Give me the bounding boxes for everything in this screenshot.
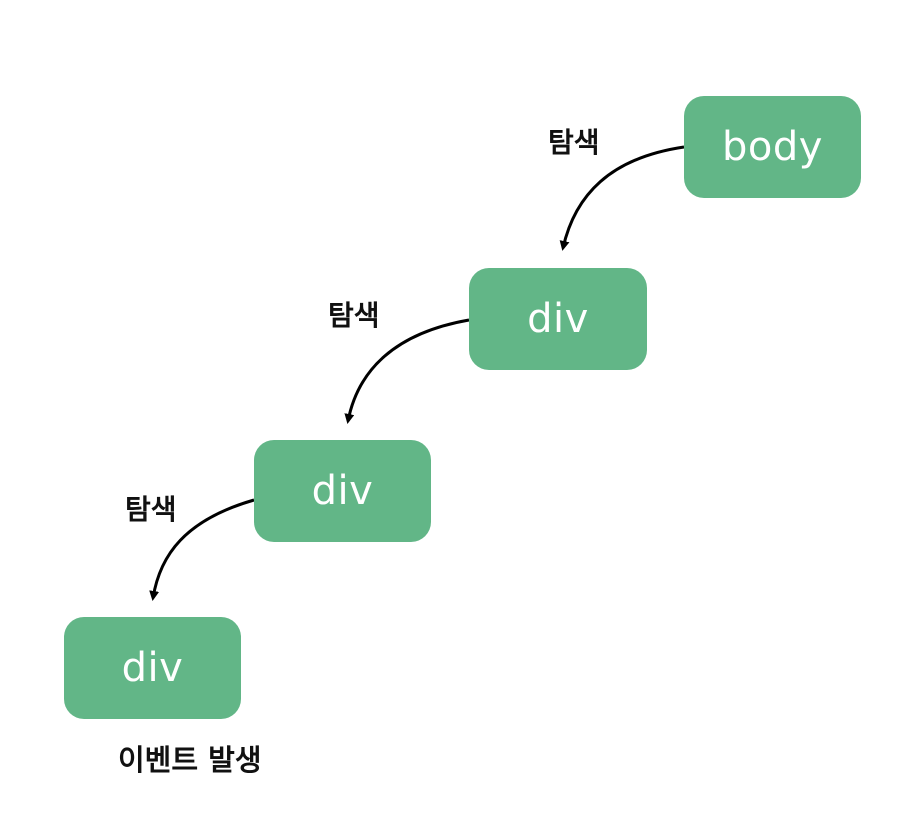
node-body: body xyxy=(684,96,861,198)
event-label: 이벤트 발생 xyxy=(118,743,262,777)
node-body-label: body xyxy=(722,124,823,170)
node-div-1: div xyxy=(469,268,647,370)
edge-label-search-3: 탐색 xyxy=(125,493,177,526)
node-div-3-label: div xyxy=(121,645,184,691)
arrow-div-to-div-1 xyxy=(344,318,470,424)
node-div-2: div xyxy=(254,440,431,542)
arrow-body-to-div xyxy=(559,145,685,251)
edge-label-search-2: 탐색 xyxy=(328,299,380,332)
node-div-2-label: div xyxy=(311,468,374,514)
node-div-3: div xyxy=(64,617,241,719)
arrow-div-to-div-2 xyxy=(149,498,255,601)
edge-label-search-1: 탐색 xyxy=(548,126,600,159)
node-div-1-label: div xyxy=(527,296,589,342)
